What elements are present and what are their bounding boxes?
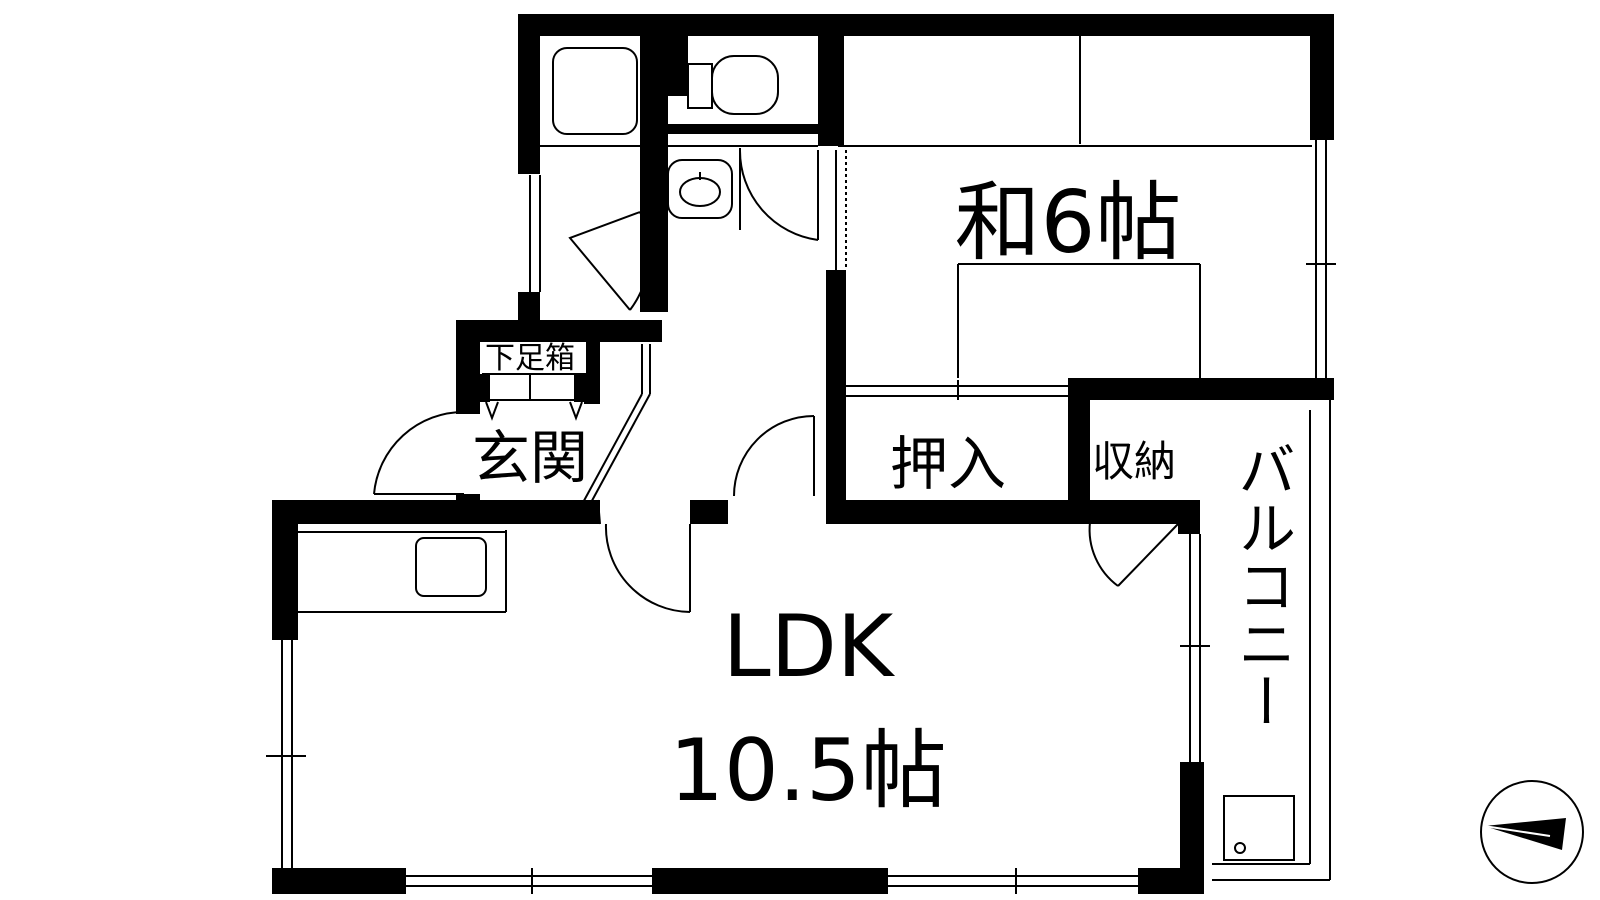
room-label-genkan: 玄関 xyxy=(472,424,588,492)
room-label-shuno: 収納 xyxy=(1092,437,1176,486)
north-arrow-icon xyxy=(1480,780,1584,884)
walls xyxy=(272,14,1334,894)
thin-lines xyxy=(266,36,1336,894)
room-label-getabako: 下足箱 xyxy=(485,341,575,376)
room-label-washitsu: 和6帖 xyxy=(955,173,1182,273)
room-label-balcony: バルコニー xyxy=(1228,440,1296,730)
room-label-oshiire: 押入 xyxy=(890,430,1006,498)
room-label-ldk-size: 10.5帖 xyxy=(669,721,946,821)
room-label-ldk: LDK xyxy=(723,597,896,697)
